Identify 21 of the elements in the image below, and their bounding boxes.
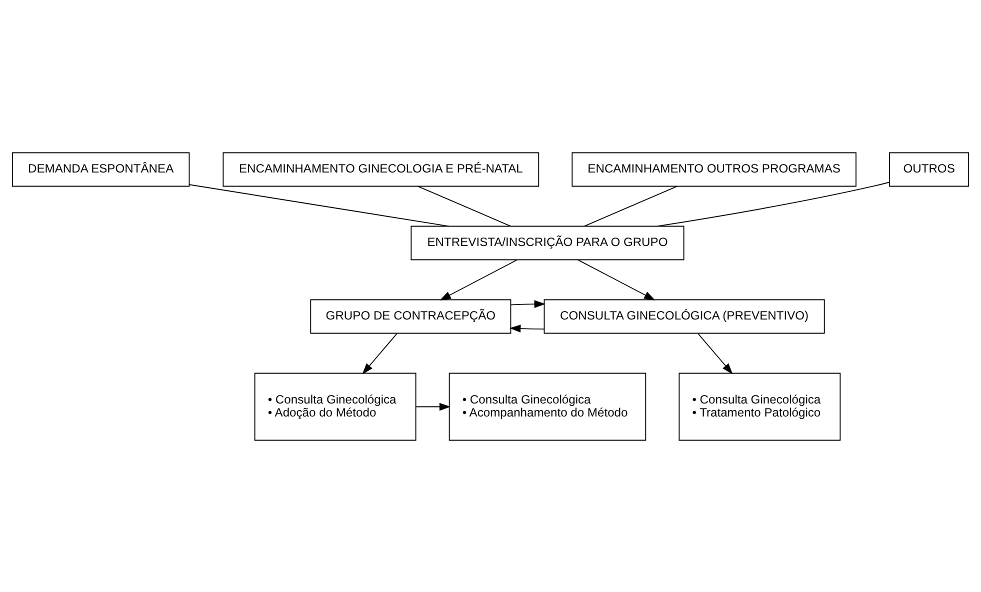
connector [188, 184, 450, 226]
arrow [510, 300, 546, 308]
node-box: • Consulta Ginecológica • Adoção do Método [254, 372, 416, 440]
node-box: ENTREVISTA/INSCRIÇÃO PARA O GRUPO [410, 225, 684, 260]
node-box: ENCAMINHAMENTO OUTROS PROGRAMAS [572, 152, 856, 186]
node-box: CONSULTA GINECOLÓGICA (PREVENTIVO) [544, 298, 825, 334]
arrow [510, 324, 545, 332]
node-box: ENCAMINHAMENTO GINECOLOGIA E PRÉ-NATAL [222, 152, 540, 186]
arrow [698, 332, 733, 374]
arrow [577, 258, 656, 300]
connector [417, 185, 512, 226]
node-box: • Consulta Ginecológica • Tratamento Patológico [678, 372, 841, 440]
connector [584, 185, 678, 226]
arrow [440, 258, 518, 300]
node-box: DEMANDA ESPONTÂNEA [12, 152, 190, 186]
node-box: • Consulta Ginecológica • Acompanhamento do Método [448, 372, 646, 440]
arrow [416, 402, 451, 410]
connector [656, 181, 890, 226]
node-box: OUTROS [889, 152, 970, 186]
node-box: GRUPO DE CONTRACEPÇÃO [310, 298, 512, 334]
arrow [362, 332, 398, 374]
